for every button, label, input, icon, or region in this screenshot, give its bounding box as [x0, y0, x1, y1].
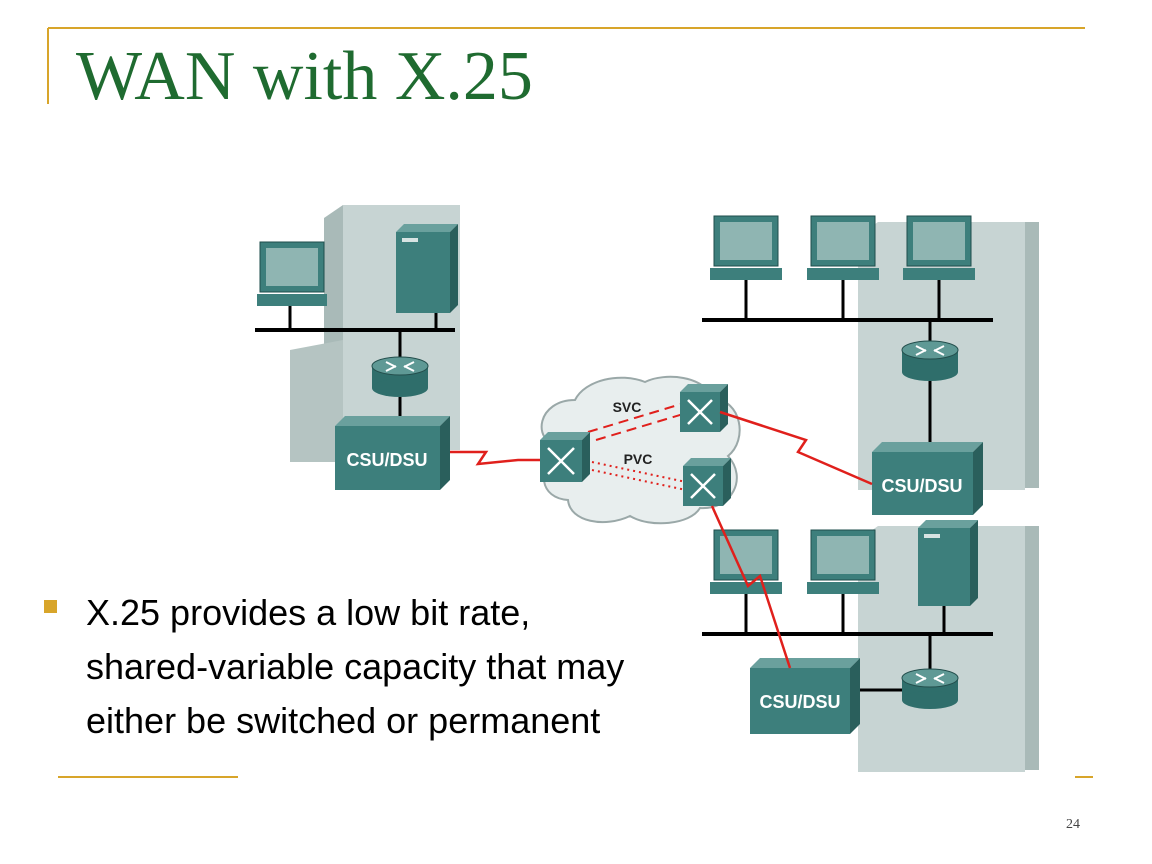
- bullet-text: X.25 provides a low bit rate, shared-var…: [86, 592, 625, 741]
- svc-label: SVC: [613, 399, 642, 415]
- left-router-icon: [371, 356, 429, 397]
- top-right-csu-dsu-device: CSU/DSU: [872, 442, 983, 515]
- x25-cloud: SVC PVC: [540, 375, 741, 525]
- top-right-site: CSU/DSU: [702, 215, 1039, 515]
- page-number: 24: [1066, 817, 1080, 832]
- bullet-list: X.25 provides a low bit rate, shared-var…: [44, 586, 644, 748]
- bottom-right-router-icon: [901, 668, 959, 709]
- bottom-right-csu-dsu-label: CSU/DSU: [759, 692, 840, 712]
- top-right-workstation-2-icon: [807, 215, 879, 280]
- top-right-workstation-1-icon: [710, 215, 782, 280]
- bottom-right-workstation-2-icon: [807, 529, 879, 594]
- left-csu-dsu-label: CSU/DSU: [346, 450, 427, 470]
- left-workstation-icon: [257, 241, 327, 306]
- top-right-workstation-3-icon: [903, 215, 975, 280]
- left-server-icon: [396, 224, 458, 313]
- bullet-marker-icon: [44, 600, 57, 613]
- bottom-x25-switch-icon: [683, 458, 731, 506]
- top-right-wan-link: [719, 410, 873, 486]
- bottom-right-csu-dsu-device: CSU/DSU: [750, 658, 860, 734]
- pvc-circuit: [591, 461, 687, 483]
- svc-circuit: [587, 401, 689, 433]
- top-right-csu-dsu-label: CSU/DSU: [881, 476, 962, 496]
- left-x25-switch-icon: [540, 432, 590, 482]
- bottom-right-wan-link: [710, 505, 792, 669]
- top-x25-switch-icon: [680, 384, 728, 432]
- pvc-label: PVC: [624, 451, 653, 467]
- left-csu-dsu-device: CSU/DSU: [335, 416, 450, 490]
- left-site: CSU/DSU: [255, 205, 460, 490]
- bottom-right-building-icon: [858, 526, 1039, 772]
- slide-title: WAN with X.25: [76, 38, 533, 115]
- top-right-router-icon: [901, 340, 959, 381]
- left-wan-link: [450, 450, 540, 466]
- bottom-right-server-icon: [918, 520, 978, 606]
- bottom-right-site: CSU/DSU: [702, 520, 1039, 772]
